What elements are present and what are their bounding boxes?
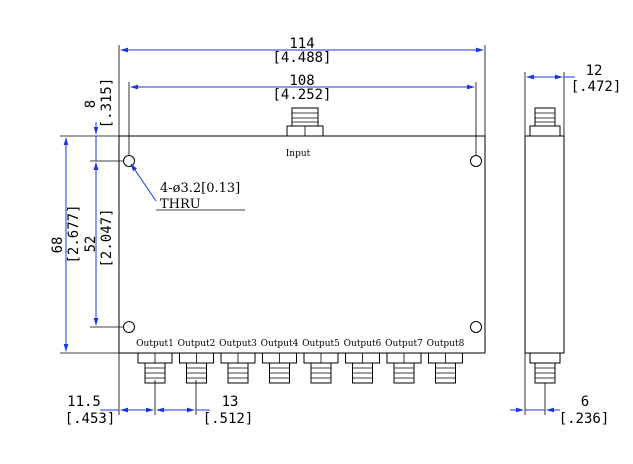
dim-side-connector-offset-inch: [.236]	[559, 411, 610, 427]
output-port-label: Output3	[219, 339, 257, 349]
output-connector	[220, 352, 256, 384]
output-port-label: Output8	[427, 339, 465, 349]
dim-overall-width-inch: [4.488]	[272, 50, 331, 66]
output-connector	[345, 352, 380, 384]
mounting-hole-top-right	[470, 155, 482, 167]
enclosure-side-view	[524, 135, 565, 354]
output-connector	[179, 352, 214, 384]
dim-hole-spacing-width-inch: [4.252]	[272, 87, 331, 103]
input-port-label: Input	[286, 149, 311, 159]
dim-output-pitch-inch: [.512]	[203, 411, 254, 427]
enclosure-front-view	[118, 135, 486, 354]
mounting-hole-bottom-left	[123, 321, 135, 333]
mounting-hole-top-left	[123, 155, 135, 167]
output-connector	[428, 352, 463, 384]
dim-output-pitch-mm: 13	[222, 394, 239, 410]
output-connector	[303, 352, 339, 384]
dim-hole-offset-top-mm: 8	[83, 100, 99, 108]
dim-overall-height-mm: 68	[50, 237, 66, 254]
hole-callout-size: 4-ø3.2[0.13]	[160, 181, 240, 196]
hole-callout-thru: THRU	[160, 197, 201, 212]
dim-hole-spacing-width-mm: 108	[289, 73, 314, 89]
dim-first-output-offset-inch: [.453]	[65, 411, 116, 427]
output-port-label: Output4	[261, 339, 299, 349]
output-port-label: Output1	[136, 339, 174, 349]
dim-first-output-offset-mm: 11.5	[67, 394, 101, 410]
dim-overall-width-mm: 114	[289, 36, 314, 52]
output-connector	[262, 352, 297, 384]
output-port-label: Output7	[385, 339, 423, 349]
side-view-output-connector	[529, 352, 561, 384]
output-connector	[386, 352, 422, 384]
dim-depth-mm: 12	[586, 63, 603, 79]
dim-side-connector-offset-mm: 6	[581, 394, 589, 410]
output-port-label: Output5	[302, 339, 340, 349]
dim-overall-height-inch: [2.677]	[66, 204, 82, 263]
dim-depth-inch: [.472]	[571, 79, 622, 95]
mounting-hole-bottom-right	[470, 321, 482, 333]
dim-hole-offset-top-inch: [.315]	[99, 78, 115, 129]
output-connector	[137, 352, 173, 384]
input-connector	[286, 107, 324, 137]
output-port-label: Output2	[178, 339, 216, 349]
dim-hole-spacing-height-mm: 52	[83, 236, 99, 253]
side-view-input-connector	[529, 107, 561, 137]
dim-hole-spacing-height-inch: [2.047]	[99, 208, 115, 267]
output-port-label: Output6	[344, 339, 382, 349]
